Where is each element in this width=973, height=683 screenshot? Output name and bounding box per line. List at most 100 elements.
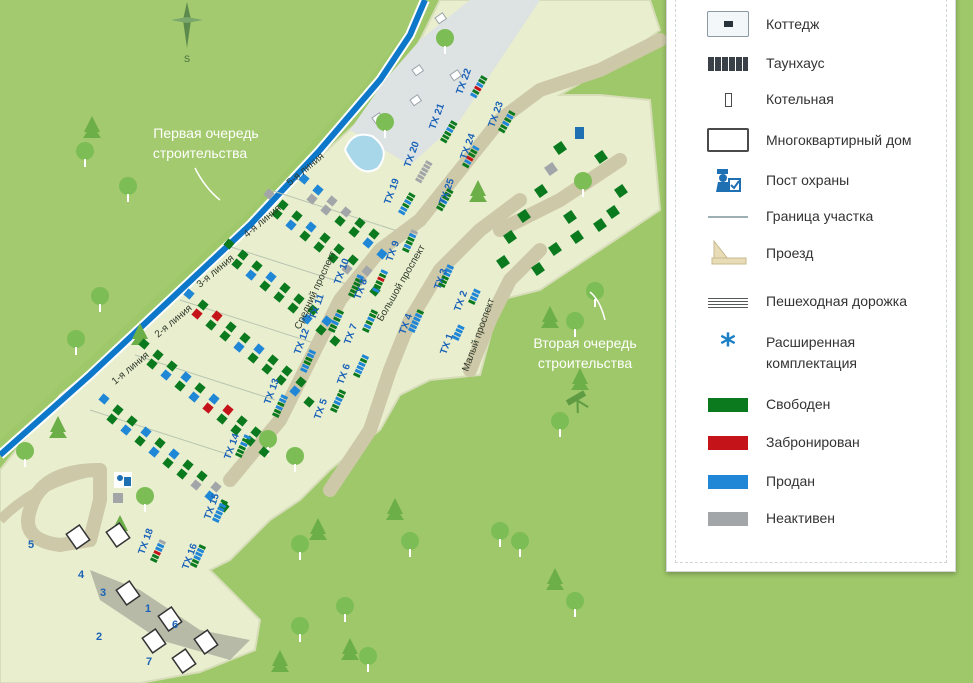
- cottage-plot: [312, 184, 324, 196]
- townhouse-unit: [480, 75, 488, 82]
- townhouse-unit: [504, 117, 512, 124]
- cottage-plot: [503, 230, 517, 244]
- plot-border: [224, 244, 366, 291]
- tree-icon: [551, 412, 569, 437]
- townhouse-unit: [213, 513, 222, 520]
- legend-label-border: Граница участка: [766, 208, 874, 224]
- tree-icon: [566, 312, 584, 337]
- townhouse-unit: [220, 499, 229, 505]
- townhouse-unit: [417, 173, 425, 181]
- cottage-plot: [594, 150, 608, 164]
- apartment-building: [105, 521, 131, 549]
- legend-row-free: Свободен: [676, 394, 946, 415]
- legend-row-reserved: Забронирован: [676, 432, 946, 453]
- townhouse-block-tx23: [498, 110, 516, 134]
- cottage-plot: [120, 424, 132, 436]
- cottage-plot: [154, 437, 166, 449]
- townhouse-unit: [190, 562, 198, 568]
- townhouse-block-tx18: [150, 539, 167, 563]
- cottage-plot: [593, 218, 607, 232]
- cottage-plot: [208, 393, 220, 405]
- tree-trunk: [574, 609, 576, 617]
- cottage-plot: [320, 204, 332, 216]
- tree-crown: [574, 172, 592, 190]
- townhouse-unit: [365, 320, 373, 326]
- cottage-plot: [247, 352, 259, 364]
- tree-trunk: [344, 614, 346, 622]
- tree-trunk: [294, 464, 296, 472]
- tree-icon: [436, 29, 454, 54]
- cottage-plot: [261, 363, 273, 375]
- cottage-plot: [112, 404, 124, 416]
- cottage-plot: [197, 299, 209, 311]
- townhouse-unit: [156, 542, 165, 549]
- telescope-leg: [576, 399, 589, 408]
- tree-crown: [119, 177, 137, 195]
- parking-marker: [434, 12, 448, 25]
- parking-marker: [449, 69, 463, 82]
- townhouse-unit: [353, 281, 361, 288]
- townhouse-unit: [235, 452, 243, 458]
- tree-crown: [401, 532, 419, 550]
- footpath-icon: [708, 295, 748, 308]
- security-guard-icon: [716, 169, 741, 192]
- fir-crown: [469, 180, 487, 202]
- tree-trunk: [367, 664, 369, 672]
- cottage-plot: [299, 230, 311, 242]
- legend-row-border: Граница участка: [676, 206, 946, 227]
- townhouse-unit: [473, 288, 481, 295]
- cottage-plot: [183, 288, 195, 300]
- cottage-plot: [188, 391, 200, 403]
- cottage-plot: [98, 393, 110, 405]
- townhouse-block-tx14: [235, 434, 252, 458]
- tree-icon: [341, 638, 359, 660]
- legend-label-inactive: Неактивен: [766, 510, 835, 526]
- tree-crown: [286, 447, 304, 465]
- legend-label-free: Свободен: [766, 396, 831, 412]
- cottage-plot: [231, 258, 243, 270]
- townhouse-unit: [444, 267, 453, 274]
- phase2-arrow: [589, 291, 606, 321]
- compass-needle: [183, 2, 191, 48]
- tree-trunk: [594, 299, 596, 307]
- cottage-plot: [534, 184, 548, 198]
- cottage-plot: [326, 195, 338, 207]
- townhouse-unit: [406, 195, 414, 202]
- plot-border: [134, 354, 276, 401]
- townhouse-unit: [440, 198, 448, 205]
- townhouse-unit: [236, 448, 245, 455]
- fir-crown: [49, 416, 67, 438]
- cottage-plot: [321, 315, 333, 327]
- cottage-plot: [496, 255, 510, 269]
- cottage-plot: [253, 343, 265, 355]
- townhouse-unit: [375, 280, 383, 286]
- townhouse-unit: [330, 407, 338, 413]
- townhouse-unit: [363, 323, 372, 330]
- avenue-small: [463, 243, 547, 377]
- tree-icon: [83, 116, 101, 138]
- cottage-plot: [191, 308, 203, 320]
- tree-crown: [16, 442, 34, 460]
- legend-frame: Коттедж Таунхаус Котельная Многоквартирн…: [675, 0, 947, 563]
- cottage-plot: [279, 282, 291, 294]
- security-post-icon: [114, 472, 132, 488]
- tree-trunk: [559, 429, 561, 437]
- cottage-plot: [334, 215, 346, 227]
- cottage-plot: [271, 208, 283, 220]
- tree-icon: [546, 568, 564, 590]
- townhouse-unit: [328, 327, 336, 333]
- townhouse-block-tx21: [440, 120, 458, 144]
- tree-trunk: [299, 634, 301, 642]
- townhouse-unit: [408, 232, 417, 239]
- townhouse-unit: [362, 327, 370, 333]
- townhouse-unit: [443, 271, 451, 278]
- townhouse-unit: [243, 434, 252, 440]
- townhouse-unit: [470, 148, 478, 155]
- building-number: 6: [172, 619, 178, 631]
- townhouse-unit: [506, 113, 514, 120]
- cottage-plot: [219, 330, 231, 342]
- townhouse-unit: [446, 264, 455, 270]
- townhouse-unit: [402, 202, 410, 209]
- tree-icon: [76, 142, 94, 167]
- tree-icon: [386, 498, 404, 520]
